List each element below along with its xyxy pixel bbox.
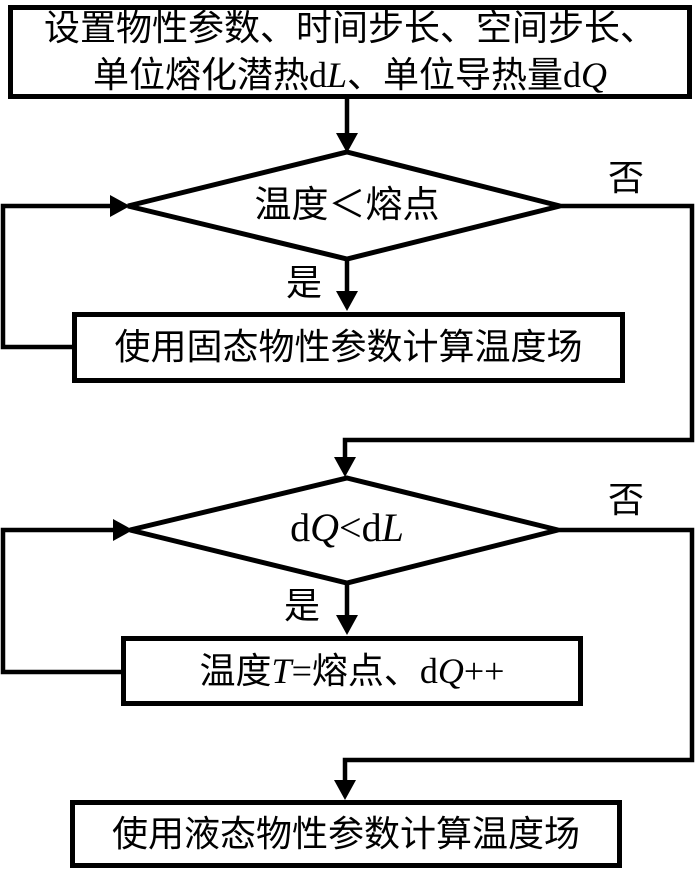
decision2-label: dQ<dL [290, 505, 404, 550]
arrowhead-settemp-loop-to-decision2 [113, 519, 133, 541]
arrowhead-decision2-yes [336, 615, 358, 635]
process-set-temperature-label: 温度T=熔点、dQ++ [199, 650, 505, 691]
decision2-yes-label: 是 [284, 586, 321, 626]
process-solid-box: 使用固态物性参数计算温度场 [72, 312, 625, 383]
arrowhead-decision1-no [334, 457, 356, 477]
start-box-line2: 单位熔化潜热dL、单位导热量dQ [92, 55, 608, 95]
process-liquid-box: 使用液态物性参数计算温度场 [70, 800, 622, 868]
process-solid-label: 使用固态物性参数计算温度场 [114, 327, 583, 367]
arrowhead-solid-loop-to-decision1 [110, 195, 130, 217]
process-liquid-label: 使用液态物性参数计算温度场 [111, 813, 580, 854]
arrow-decision2-no [342, 527, 695, 783]
decision2-no-label: 否 [608, 480, 645, 520]
decision1-no-label: 否 [608, 158, 645, 198]
decision1-label: 温度＜熔点 [254, 185, 440, 226]
arrow-solid-loop-to-decision1 [0, 203, 112, 350]
decision1-yes-label: 是 [286, 263, 323, 303]
arrow-settemp-loop-to-decision2 [0, 527, 121, 675]
start-box-line1: 设置物性参数、时间步长、空间步长、 [43, 8, 656, 48]
arrowhead-decision1-yes [336, 291, 358, 311]
process-set-temperature-box: 温度T=熔点、dQ++ [121, 636, 583, 706]
arrowhead-start-to-decision1 [336, 133, 358, 153]
arrow-decision1-no [342, 203, 695, 460]
start-box: 设置物性参数、时间步长、空间步长、 单位熔化潜热dL、单位导热量dQ [8, 5, 692, 99]
arrowhead-decision2-no [334, 780, 356, 800]
